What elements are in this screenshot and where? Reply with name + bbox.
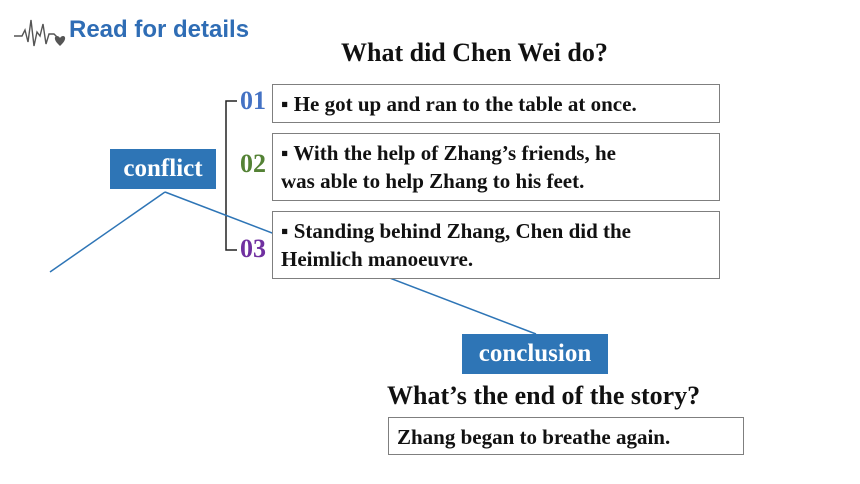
- step-text-03-line1: ▪ Standing behind Zhang, Chen did the: [281, 219, 632, 243]
- step-bracket: [225, 100, 237, 251]
- ending-text: Zhang began to breathe again.: [397, 425, 671, 449]
- step-box-02: ▪ With the help of Zhang’s friends, he w…: [272, 133, 720, 201]
- step-box-03: ▪ Standing behind Zhang, Chen did the He…: [272, 211, 720, 279]
- conflict-left-line: [49, 191, 166, 273]
- heading-title: Read for details: [69, 16, 250, 43]
- step-box-01: ▪ He got up and ran to the table at once…: [272, 84, 720, 123]
- conclusion-label: conclusion: [462, 334, 608, 374]
- step-text-02-line1: ▪ With the help of Zhang’s friends, he: [281, 141, 616, 165]
- step-text-02-line2: was able to help Zhang to his feet.: [281, 169, 585, 193]
- step-number-01: 01: [240, 86, 266, 115]
- step-text-03-line2: Heimlich manoeuvre.: [281, 247, 474, 271]
- ending-box: Zhang began to breathe again.: [388, 417, 744, 455]
- conflict-label: conflict: [110, 149, 216, 189]
- step-number-03: 03: [240, 234, 266, 263]
- step-text-01: ▪ He got up and ran to the table at once…: [281, 92, 637, 116]
- step-number-02: 02: [240, 149, 266, 178]
- heartbeat-icon: [14, 19, 66, 47]
- question-chen-wei: What did Chen Wei do?: [341, 38, 608, 67]
- question-ending: What’s the end of the story?: [387, 381, 701, 410]
